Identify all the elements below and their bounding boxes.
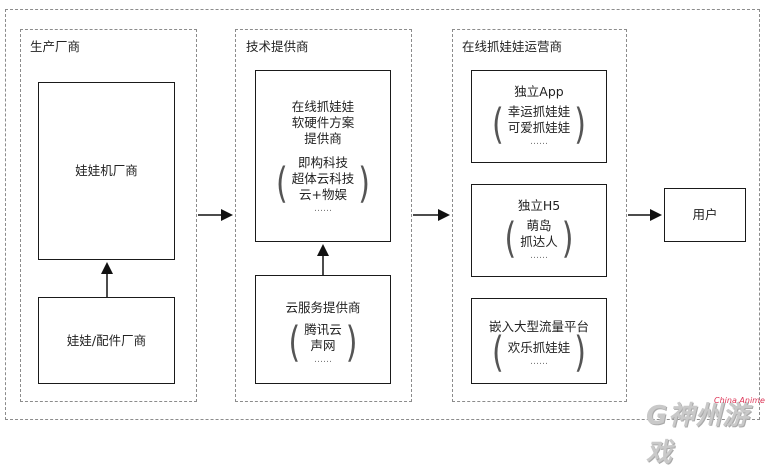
example-item: 腾讯云 [304,322,342,337]
arrows-layer [101,209,662,297]
ellipsis: …… [313,204,332,214]
left-brace-icon: ( [276,159,288,209]
cloud-provider-box: 云服务提供商 ( 腾讯云 声网 …… ) [255,275,391,384]
standalone-app-examples: ( 幸运抓娃娃 可爱抓娃娃 …… ) [472,104,606,148]
online-solution-title: 在线抓娃娃 软硬件方案 提供商 [256,99,390,147]
embedded-platform-box: 嵌入大型流量平台 ( 欢乐抓娃娃 …… ) [471,298,607,384]
user-label: 用户 [692,207,718,222]
online-solution-line-2: 软硬件方案 [291,115,355,130]
example-item: 即构科技 [297,155,348,170]
online-solution-box: 在线抓娃娃 软硬件方案 提供商 ( 即构科技 超体云科技 云+物娱 …… ) [255,70,391,242]
standalone-app-box: 独立App ( 幸运抓娃娃 可爱抓娃娃 …… ) [471,70,607,163]
watermark-logo: G神州游戏 [646,401,750,468]
section-tech [235,29,412,402]
right-brace-icon: ) [574,328,586,378]
embedded-platform-examples: ( 欢乐抓娃娃 …… ) [472,332,606,374]
section-operator-title: 在线抓娃娃运营商 [462,39,563,54]
left-brace-icon: ( [492,328,504,378]
right-brace-icon: ) [358,159,370,209]
ellipsis: …… [529,251,548,261]
example-item: 云+物娱 [299,187,347,202]
standalone-h5-box: 独立H5 ( 萌岛 抓达人 …… ) [471,184,607,277]
example-item: 声网 [310,338,336,353]
example-item: 欢乐抓娃娃 [507,340,571,355]
right-brace-icon: ) [345,318,358,368]
claw-machine-maker-box: 娃娃机厂商 [38,82,175,260]
ellipsis: …… [529,137,548,147]
standalone-h5-examples: ( 萌岛 抓达人 …… ) [472,218,606,262]
standalone-app-title: 独立App [514,84,564,99]
right-brace-icon: ) [574,100,586,150]
left-brace-icon: ( [504,214,517,264]
section-producer [20,29,197,402]
example-item: 幸运抓娃娃 [507,104,571,119]
watermark-sub: China Anime [714,396,765,405]
example-item: 超体云科技 [291,171,355,186]
embedded-platform-title: 嵌入大型流量平台 [488,319,589,334]
claw-machine-maker-label: 娃娃机厂商 [75,163,138,178]
example-item: 萌岛 [526,218,552,233]
left-brace-icon: ( [288,318,301,368]
standalone-h5-title: 独立H5 [517,198,561,213]
cloud-provider-examples: ( 腾讯云 声网 …… ) [256,322,390,366]
cloud-provider-title: 云服务提供商 [285,300,361,315]
section-tech-title: 技术提供商 [246,39,309,54]
ellipsis: …… [529,357,548,367]
section-producer-title: 生产厂商 [30,39,81,54]
online-solution-examples: ( 即构科技 超体云科技 云+物娱 …… ) [256,155,390,215]
section-operator [452,29,627,402]
user-box: 用户 [664,188,746,242]
example-item: 可爱抓娃娃 [507,120,571,135]
example-item: 抓达人 [520,234,558,249]
right-brace-icon: ) [561,214,574,264]
outer-frame [5,9,760,420]
online-solution-line-1: 在线抓娃娃 [291,99,355,114]
left-brace-icon: ( [492,100,504,150]
parts-maker-label: 娃娃/配件厂商 [66,332,147,348]
ellipsis: …… [313,355,332,365]
parts-maker-box: 娃娃/配件厂商 [38,297,175,384]
online-solution-line-3: 提供商 [304,131,342,146]
